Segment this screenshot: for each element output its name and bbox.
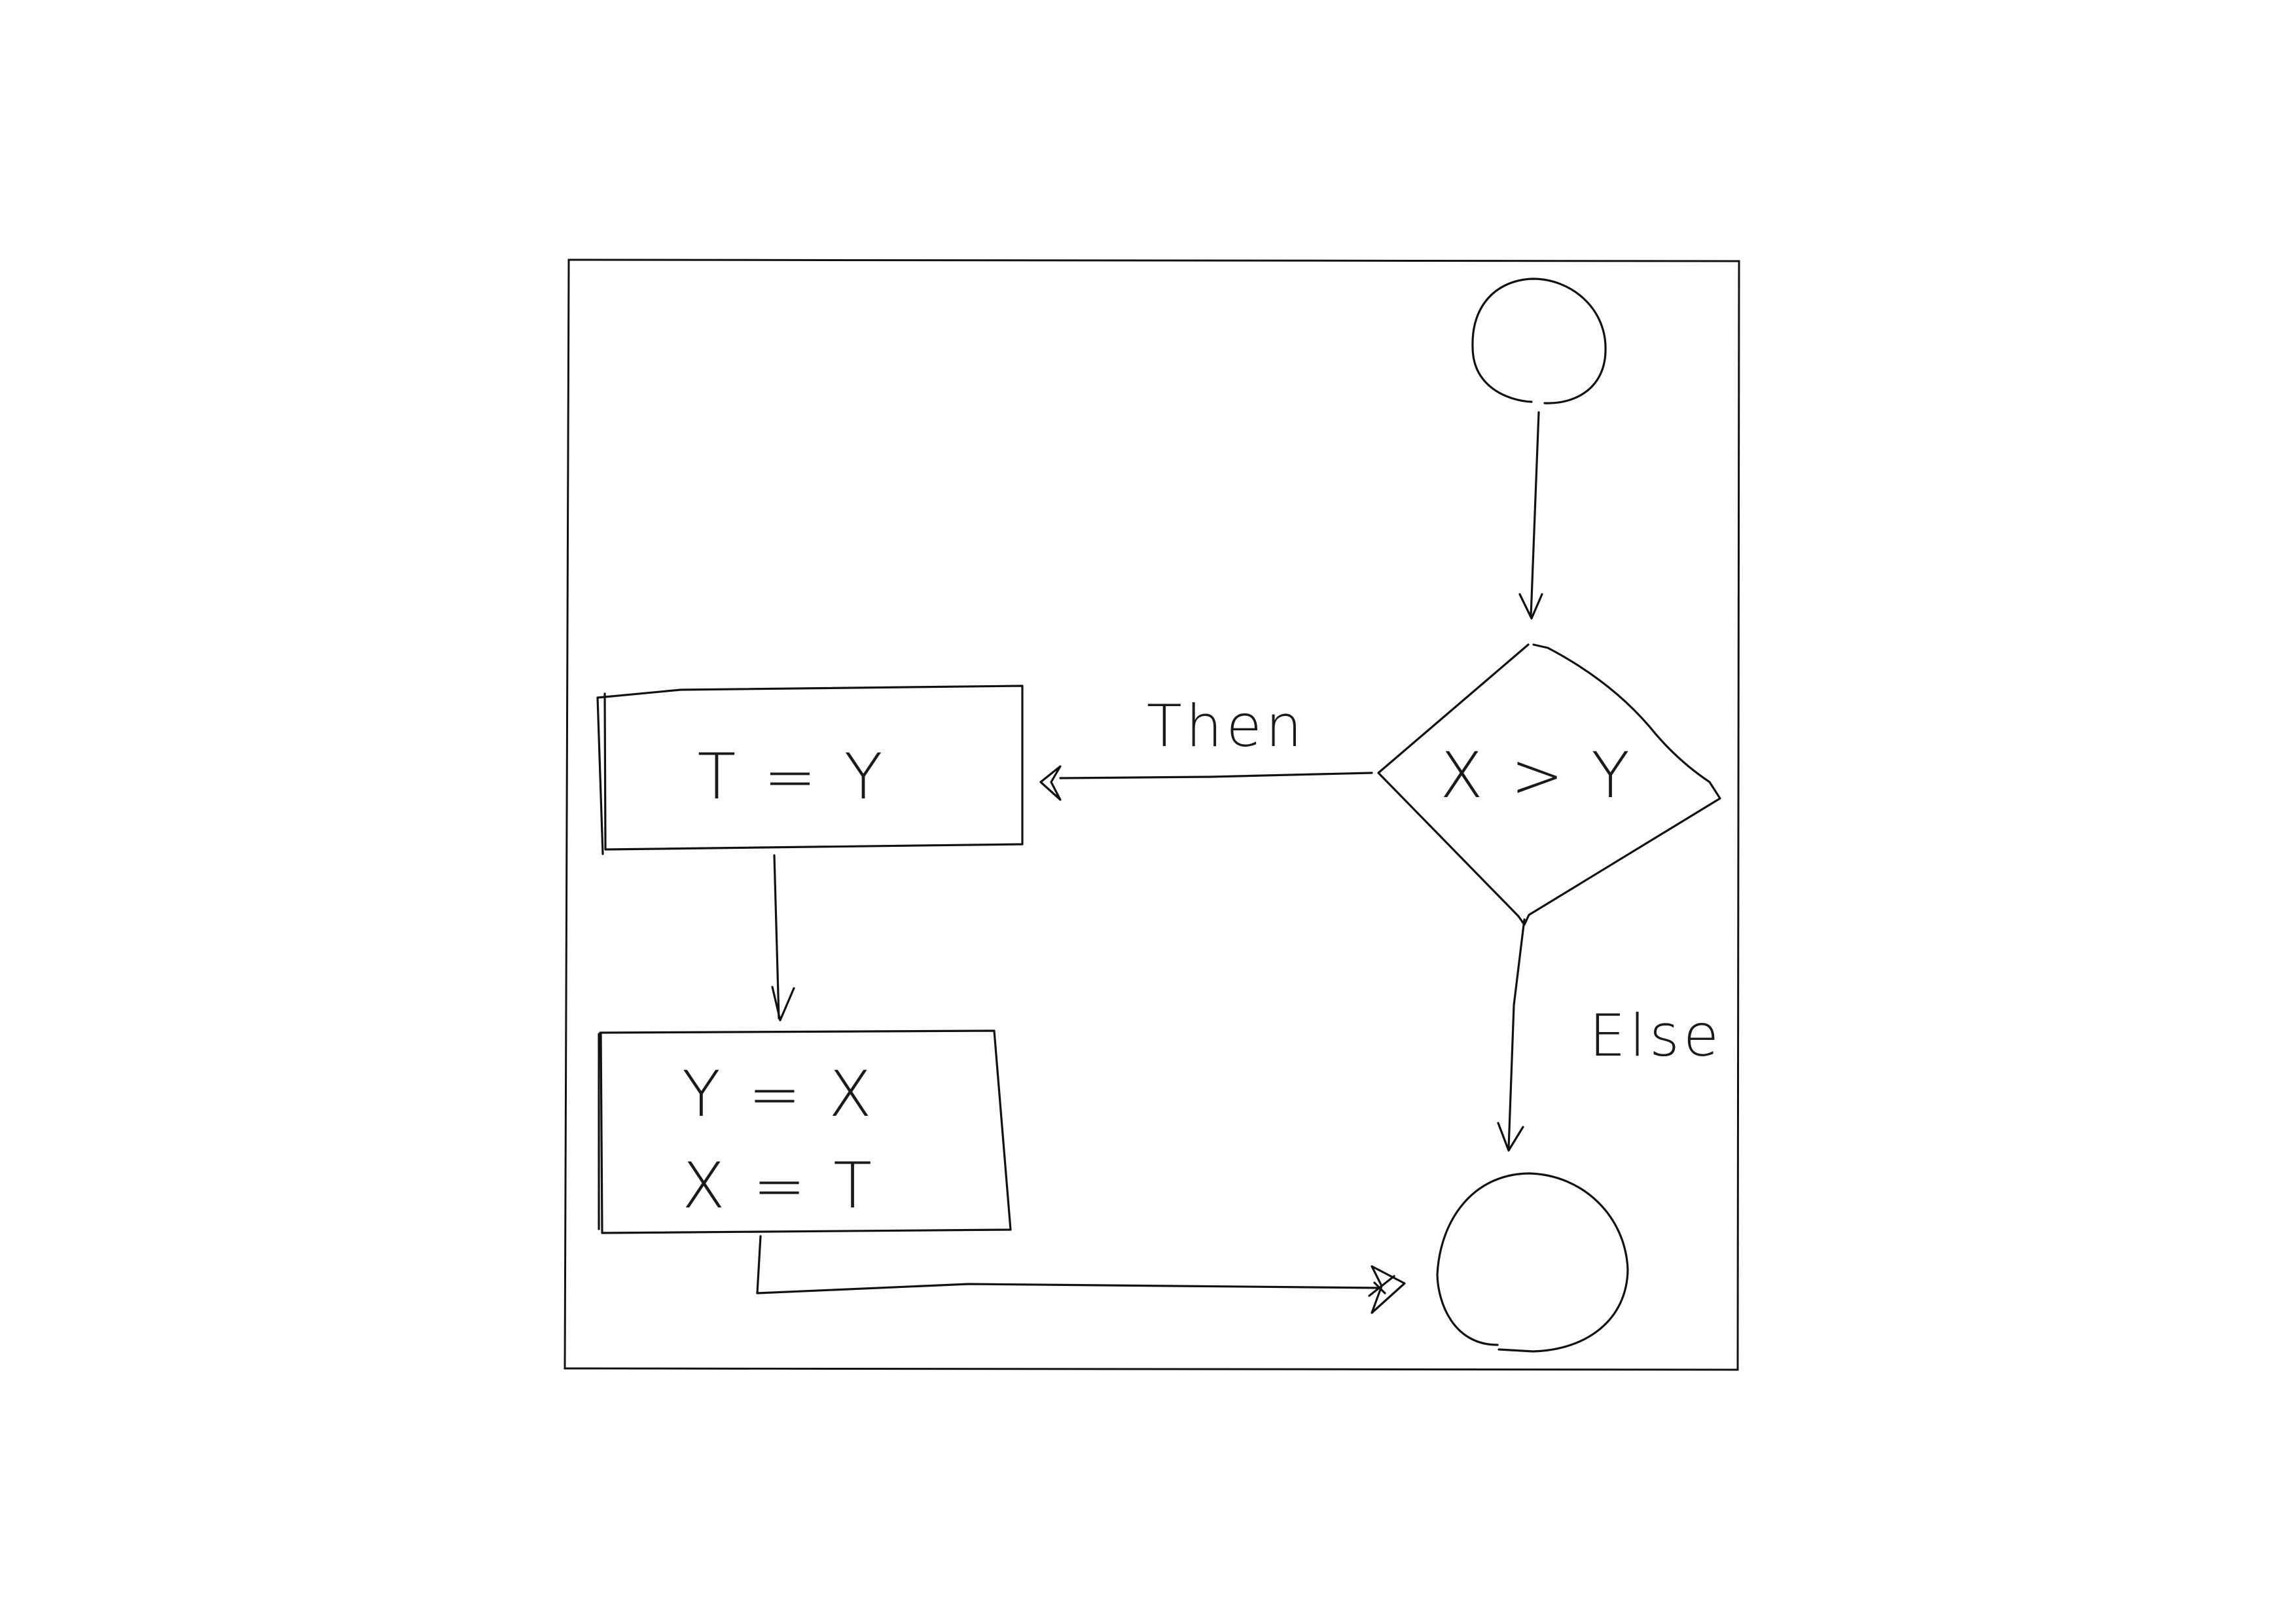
swap-node <box>598 1029 1012 1234</box>
swap-line-1: Y = X <box>682 1058 876 1131</box>
decision-node <box>1377 643 1721 926</box>
edge-assign-to-swap <box>773 854 780 1020</box>
edge-start-to-decision <box>1530 411 1540 618</box>
diagram-frame <box>564 259 1740 1371</box>
arrowhead-assign-to-swap <box>771 986 795 1022</box>
decision-label: X > Y <box>1440 739 1634 812</box>
edge-else <box>1507 918 1526 1150</box>
then-label: Then <box>1147 692 1306 760</box>
assign-t-node <box>596 685 1024 855</box>
edge-swap-to-end <box>756 1235 1382 1294</box>
assign-t-label: T = Y <box>698 740 887 813</box>
arrowhead-swap-to-end-extra <box>1368 1275 1395 1297</box>
edge-then <box>1059 772 1373 779</box>
else-label: Else <box>1589 1002 1723 1069</box>
end-node <box>1436 1172 1629 1353</box>
swap-line-2: X = T <box>682 1149 876 1222</box>
arrowhead-start-to-decision <box>1518 593 1543 620</box>
arrowhead-else <box>1497 1122 1524 1152</box>
arrowhead-then <box>1039 765 1062 801</box>
start-node <box>1471 277 1607 404</box>
